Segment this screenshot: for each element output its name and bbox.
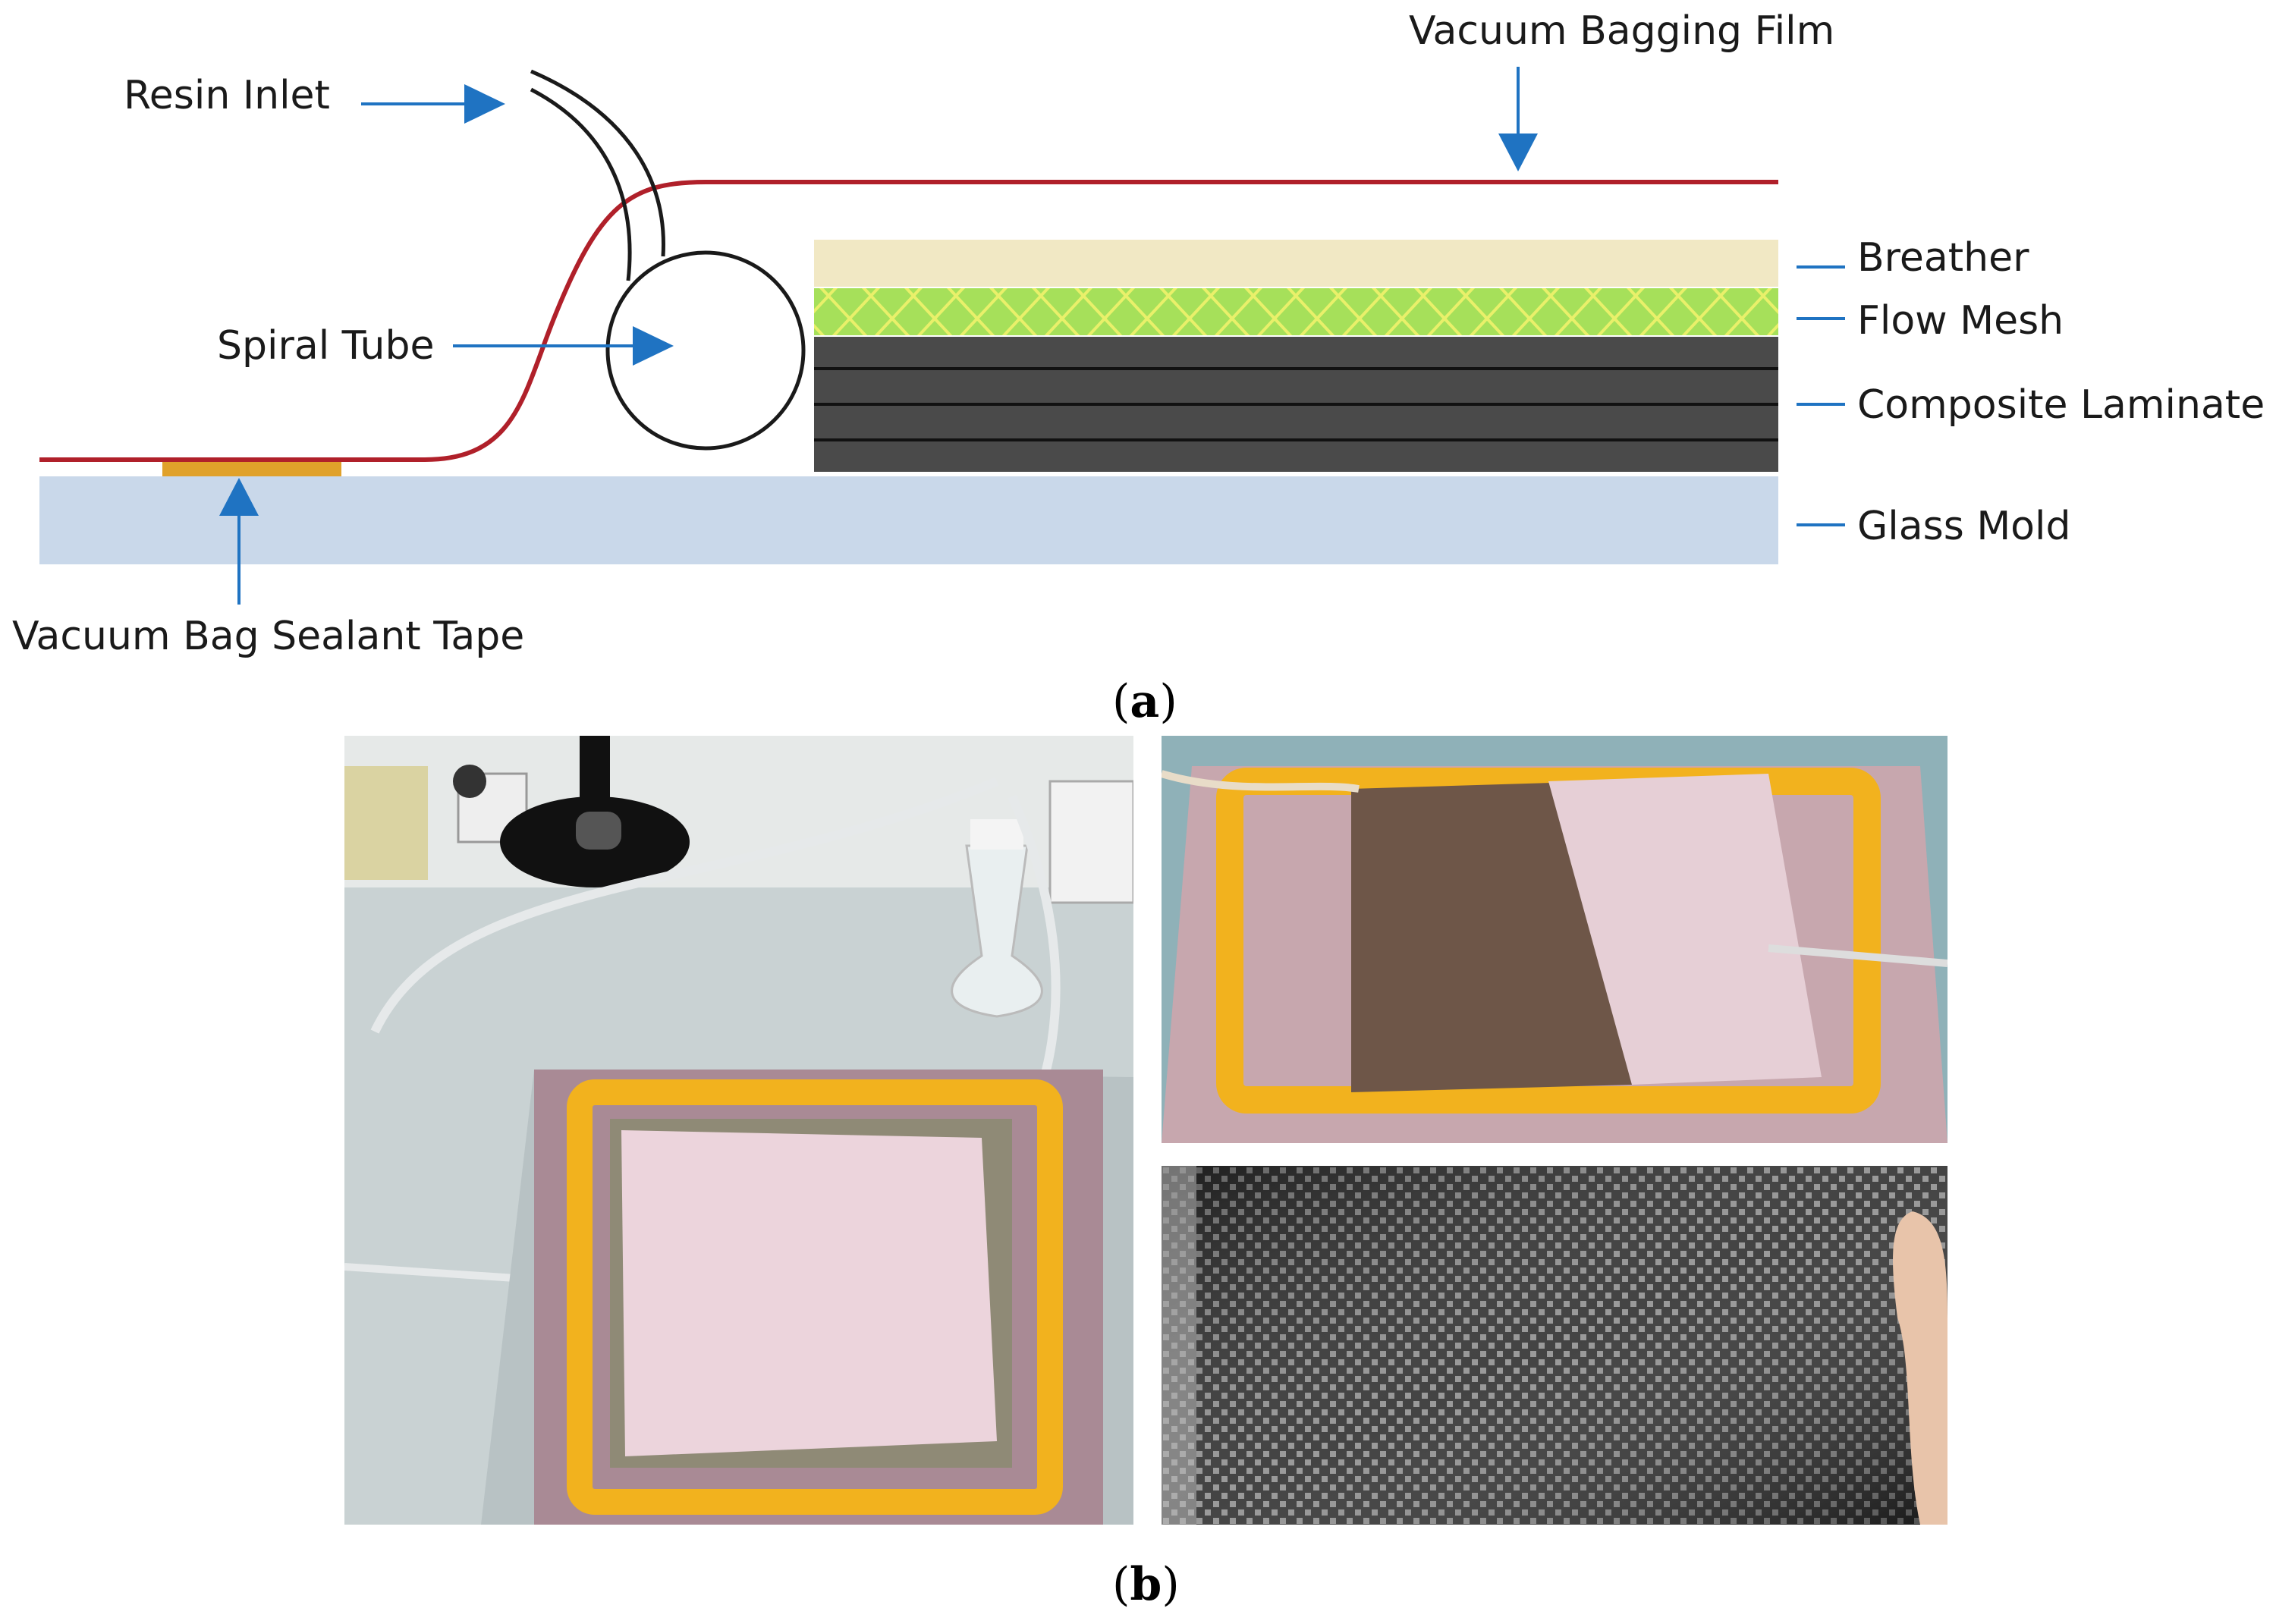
- resin-inlet-tube: [530, 87, 632, 281]
- flow-mesh-pattern: [814, 288, 1778, 335]
- caption-a: (a): [1112, 675, 1177, 728]
- vacuum-bagging-film-label: Vacuum Bagging Film: [1409, 8, 1834, 54]
- sealant-tape-label: Vacuum Bag Sealant Tape: [12, 614, 524, 659]
- spiral-tube-arrow-head: [633, 326, 674, 366]
- spiral-tube: [605, 250, 806, 451]
- glass-mold-label: Glass Mold: [1857, 504, 2070, 549]
- resin-inlet-arrow-head: [464, 84, 505, 124]
- composite-laminate-label: Composite Laminate: [1857, 382, 2265, 428]
- resin-inlet-label: Resin Inlet: [124, 73, 330, 118]
- photo-cured-carbon-laminate: [1162, 1166, 1947, 1525]
- vacuum-infusion-schematic: Resin Inlet Vacuum Bagging Film Spiral T…: [12, 8, 2265, 659]
- spiral-tube-label: Spiral Tube: [217, 323, 435, 369]
- photo-resin-flow-front: [1162, 736, 1947, 1143]
- sealant-tape: [162, 462, 341, 476]
- breather-label: Breather: [1857, 235, 2029, 281]
- breather: [814, 240, 1778, 287]
- glass-mold: [39, 476, 1778, 564]
- sealant-tape-arrow-head: [219, 478, 259, 516]
- bagging-film-arrow-head: [1498, 134, 1538, 171]
- resin-inlet-tube: [530, 69, 665, 257]
- vacuum-bagging-film: [39, 180, 1778, 462]
- caption-b: (b): [1112, 1558, 1180, 1611]
- flow-mesh-label: Flow Mesh: [1857, 298, 2064, 344]
- photo-setup-overview: [344, 736, 1133, 1525]
